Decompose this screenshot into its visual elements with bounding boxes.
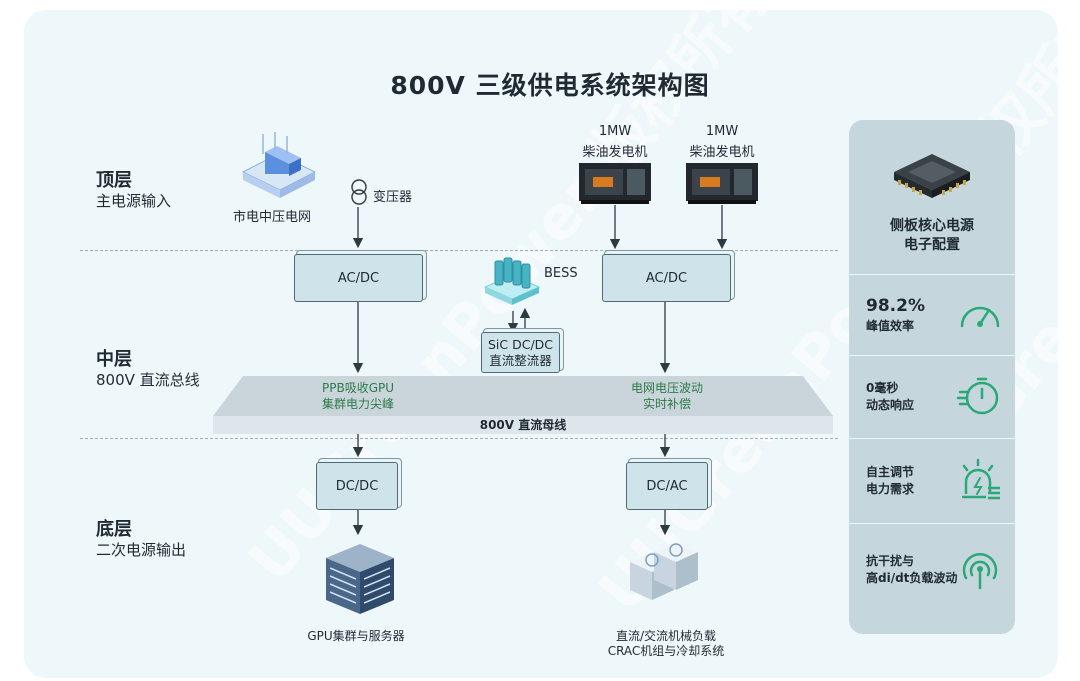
- generator-1-label: 柴油发电机: [582, 145, 648, 160]
- layer-title-top: 顶层: [96, 170, 132, 191]
- grid-label: 市电中压电网: [233, 210, 312, 225]
- bus-annotation-right-line2: 实时补偿: [642, 397, 692, 411]
- acdc-converter-left: AC/DC: [294, 254, 423, 302]
- generator-2-rating: 1MW: [705, 124, 739, 139]
- generator-1-rating: 1MW: [598, 124, 632, 139]
- gpu-output-label: GPU集群与服务器: [307, 629, 405, 643]
- layer-title-mid: 中层: [96, 349, 132, 370]
- bus-annotation-left: PPB吸收GPU 集群电力尖峰: [322, 380, 394, 412]
- layer-divider-bottom: [80, 438, 838, 439]
- core-power-config-panel: [849, 120, 1015, 634]
- bess-label: BESS: [544, 266, 578, 281]
- acdc-converter-right: AC/DC: [602, 254, 731, 302]
- metric-response-label: 0毫秒 动态响应: [866, 380, 914, 414]
- crac-output-label-2: CRAC机组与冷却系统: [607, 644, 725, 658]
- layer-sub-mid: 800V 直流总线: [96, 371, 200, 389]
- signal-wave-icon: [962, 553, 998, 590]
- bus-annotation-right: 电网电压波动 实时补偿: [631, 380, 703, 412]
- metric-regulation-line1: 自主调节: [866, 465, 915, 479]
- metric-interference-line2: 高di/dt负载波动: [866, 571, 958, 585]
- metric-response-line1: 0毫秒: [866, 381, 899, 395]
- gauge-icon: [960, 306, 1000, 328]
- layer-title-bottom: 底层: [96, 519, 132, 540]
- sidebar-heading-line1: 侧板核心电源: [890, 218, 974, 234]
- power-grid-icon: [241, 132, 317, 198]
- sic-dcdc-label: SiC DC/DC: [487, 336, 554, 352]
- sidebar-divider: [849, 438, 1015, 439]
- chip-icon: [894, 154, 970, 198]
- metric-efficiency-value: 98.2%: [866, 296, 925, 316]
- diagram-title: 800V 三级供电系统架构图: [390, 71, 710, 100]
- crac-output-label-1: 直流/交流机械负载: [615, 629, 717, 643]
- layer-sub-top: 主电源输入: [96, 192, 172, 210]
- metric-interference-line1: 抗干扰与: [866, 554, 915, 568]
- sidebar-heading-line2: 电子配置: [904, 237, 960, 253]
- rectifier-label: 直流整流器: [489, 352, 552, 368]
- dc-bus-name: 800V 直流母线: [479, 418, 567, 432]
- diesel-generator-icon: [686, 163, 758, 204]
- sidebar-divider: [849, 274, 1015, 275]
- bus-annotation-left-line1: PPB吸收GPU: [321, 381, 395, 395]
- generator-2-label: 柴油发电机: [689, 145, 755, 160]
- sidebar-divider: [849, 355, 1015, 356]
- metric-interference-label: 抗干扰与 高di/dt负载波动: [866, 553, 957, 587]
- sidebar-divider: [849, 523, 1015, 524]
- metric-efficiency-label-line: 峰值效率: [866, 319, 915, 333]
- transformer-label: 变压器: [373, 190, 413, 205]
- dcdc-converter: DC/DC: [316, 462, 398, 510]
- metric-efficiency-label: 峰值效率: [866, 318, 914, 335]
- sic-dcdc-rectifier: SiC DC/DC 直流整流器: [481, 332, 560, 373]
- bus-annotation-right-line1: 电网电压波动: [630, 381, 704, 395]
- layer-divider-top: [80, 250, 838, 251]
- battery-storage-icon: [483, 257, 541, 305]
- gpu-server-rack-icon: [326, 544, 394, 614]
- transformer-icon: [351, 179, 367, 205]
- stopwatch-icon: [956, 377, 999, 415]
- diesel-generator-icon: [579, 163, 651, 204]
- layer-sub-bottom: 二次电源输出: [96, 541, 187, 559]
- metric-regulation-label: 自主调节 电力需求: [866, 464, 914, 498]
- bus-annotation-left-line2: 集群电力尖峰: [321, 397, 394, 411]
- dc-bus-bar: [213, 376, 833, 434]
- adjust-alarm-icon: [962, 458, 1000, 500]
- metric-regulation-line2: 电力需求: [866, 482, 915, 496]
- dcac-converter: DC/AC: [626, 462, 708, 510]
- cooling-unit-icon: [630, 542, 698, 600]
- metric-response-line2: 动态响应: [866, 398, 915, 412]
- sidebar-heading: 侧板核心电源 电子配置: [849, 217, 1015, 255]
